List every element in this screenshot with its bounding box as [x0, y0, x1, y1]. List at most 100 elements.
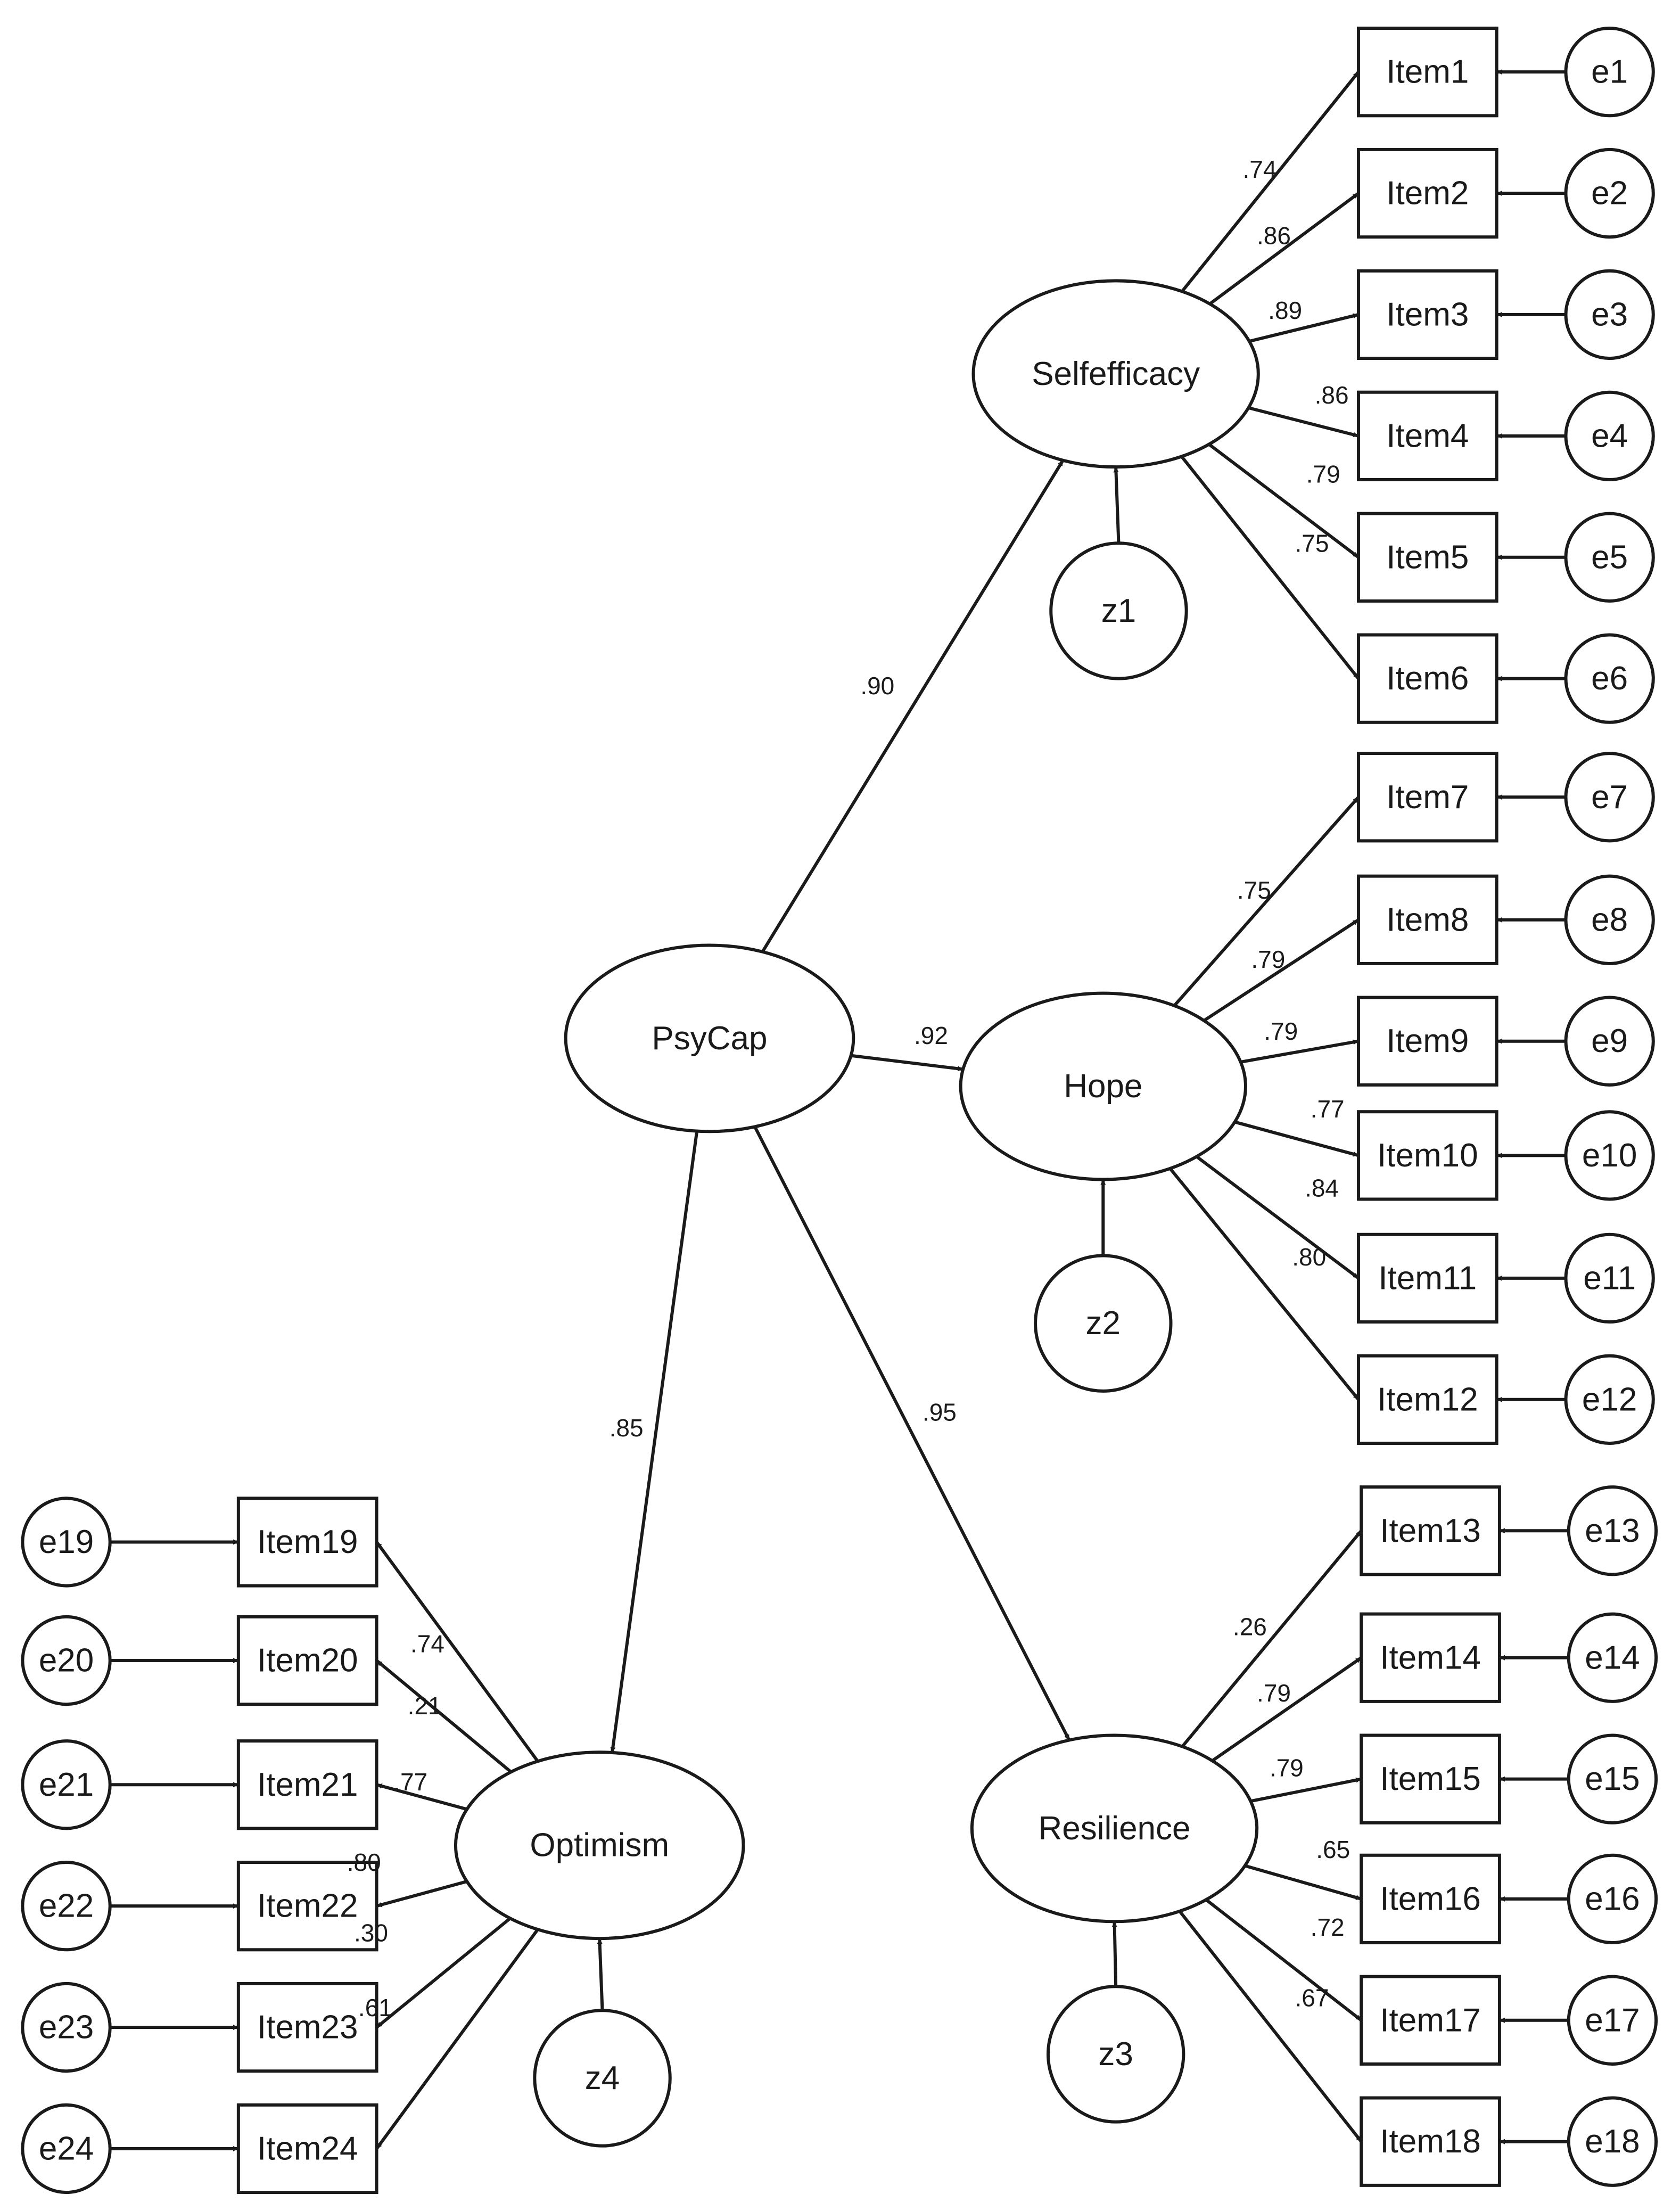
- error-e15[interactable]: e15: [1567, 1733, 1658, 1824]
- loading-arrow-item17: [1205, 1898, 1363, 2022]
- error-e11[interactable]: e11: [1564, 1232, 1655, 1324]
- error-e24[interactable]: e24: [21, 2103, 112, 2194]
- loading-coef-item16: .65: [1316, 1836, 1350, 1863]
- indicator-item16[interactable]: Item16: [1360, 1853, 1501, 1945]
- error-e21[interactable]: e21: [21, 1739, 112, 1830]
- disturbance-z3[interactable]: z3: [1046, 1985, 1185, 2124]
- error-e18[interactable]: e18: [1567, 2096, 1658, 2187]
- disturbance-z4[interactable]: z4: [533, 2009, 672, 2148]
- disturbance-z4-label: z4: [585, 2060, 620, 2097]
- indicator-item18-shape: [1360, 2096, 1501, 2187]
- indicator-item12[interactable]: Item12: [1356, 1354, 1498, 1445]
- indicator-item15-shape: [1360, 1733, 1501, 1824]
- error-e23[interactable]: e23: [21, 1982, 112, 2073]
- error-e10-shape: [1564, 1110, 1655, 1201]
- indicator-item10-shape: [1356, 1110, 1498, 1201]
- loading-coef-item19: .74: [410, 1630, 444, 1657]
- disturbance-arrow-selfefficacy: [1113, 467, 1121, 544]
- indicator-item23[interactable]: Item23: [236, 1982, 378, 2073]
- error-e22[interactable]: e22: [21, 1861, 112, 1952]
- error-e17[interactable]: e17: [1567, 1975, 1658, 2066]
- error-e8-shape: [1564, 874, 1655, 965]
- indicator-item7[interactable]: Item7: [1356, 752, 1498, 843]
- indicator-item21[interactable]: Item21: [236, 1739, 378, 1830]
- disturbance-z1[interactable]: z1: [1049, 541, 1188, 680]
- indicator-item3-label: Item3: [1386, 296, 1469, 333]
- path-psycap-optimism: [610, 1131, 699, 1753]
- indicator-item14[interactable]: Item14: [1360, 1612, 1501, 1703]
- indicator-item5[interactable]: Item5: [1356, 512, 1498, 603]
- path-coef-optimism: .85: [610, 1414, 644, 1442]
- error-e8[interactable]: e8: [1564, 874, 1655, 965]
- error-e1-label: e1: [1591, 54, 1628, 91]
- loading-coef-item17: .72: [1311, 1913, 1345, 1941]
- indicator-item19[interactable]: Item19: [236, 1497, 378, 1588]
- indicator-item24[interactable]: Item24: [236, 2103, 378, 2194]
- indicator-item6-shape: [1356, 633, 1498, 724]
- indicator-item19-shape: [236, 1497, 378, 1588]
- error-e22-shape: [21, 1861, 112, 1952]
- factor-hope[interactable]: Hope: [959, 991, 1247, 1181]
- indicator-item9-label: Item9: [1386, 1023, 1469, 1059]
- error-e1[interactable]: e1: [1564, 26, 1655, 118]
- error-e14[interactable]: e14: [1567, 1612, 1658, 1703]
- error-e4[interactable]: e4: [1564, 390, 1655, 481]
- error-e19[interactable]: e19: [21, 1497, 112, 1588]
- error-e2-label: e2: [1591, 175, 1628, 212]
- disturbance-z2[interactable]: z2: [1034, 1254, 1173, 1393]
- indicator-item14-shape: [1360, 1612, 1501, 1703]
- factor-resilience[interactable]: Resilience: [970, 1733, 1259, 1924]
- loading-arrow-item21: [376, 1783, 467, 1811]
- error-e9[interactable]: e9: [1564, 996, 1655, 1087]
- error-e5-shape: [1564, 512, 1655, 603]
- indicator-item20-shape: [236, 1615, 378, 1706]
- indicator-item23-label: Item23: [257, 2009, 358, 2046]
- error-e5[interactable]: e5: [1564, 512, 1655, 603]
- loading-arrow-item6: [1180, 455, 1360, 680]
- indicator-item10[interactable]: Item10: [1356, 1110, 1498, 1201]
- disturbance-z3-shape: [1046, 1985, 1185, 2124]
- loading-arrow-item2: [1208, 192, 1360, 306]
- path-psycap-selfefficacy: [761, 459, 1065, 953]
- error-e12[interactable]: e12: [1564, 1354, 1655, 1445]
- disturbance-z1-shape: [1049, 541, 1188, 680]
- indicator-item4-shape: [1356, 390, 1498, 482]
- indicator-item17-label: Item17: [1380, 2002, 1481, 2039]
- error-e13[interactable]: e13: [1567, 1485, 1658, 1576]
- loading-coef-item18: .67: [1295, 1984, 1329, 2011]
- error-e16[interactable]: e16: [1567, 1853, 1658, 1945]
- indicator-item16-shape: [1360, 1853, 1501, 1945]
- factor-psycap[interactable]: PsyCap: [564, 943, 855, 1133]
- factor-optimism[interactable]: Optimism: [454, 1750, 745, 1941]
- error-e3-shape: [1564, 269, 1655, 360]
- error-e20[interactable]: e20: [21, 1615, 112, 1706]
- error-e6[interactable]: e6: [1564, 633, 1655, 724]
- indicator-item3[interactable]: Item3: [1356, 269, 1498, 360]
- indicator-item8[interactable]: Item8: [1356, 874, 1498, 965]
- indicator-item17[interactable]: Item17: [1360, 1975, 1501, 2066]
- error-e2[interactable]: e2: [1564, 147, 1655, 239]
- indicator-item9[interactable]: Item9: [1356, 996, 1498, 1087]
- indicator-item20[interactable]: Item20: [236, 1615, 378, 1706]
- error-e15-shape: [1567, 1733, 1658, 1824]
- indicator-item11-shape: [1356, 1232, 1498, 1324]
- indicator-item2[interactable]: Item2: [1356, 147, 1498, 239]
- indicator-item6[interactable]: Item6: [1356, 633, 1498, 724]
- indicator-item22[interactable]: Item22: [236, 1861, 378, 1952]
- indicator-item13[interactable]: Item13: [1360, 1485, 1501, 1576]
- factor-selfefficacy[interactable]: Selfefficacy: [971, 279, 1260, 469]
- error-e7[interactable]: e7: [1564, 752, 1655, 843]
- factor-optimism-shape: [454, 1750, 745, 1941]
- indicator-item17-shape: [1360, 1975, 1501, 2066]
- loading-arrow-item10: [1234, 1120, 1359, 1157]
- error-e3[interactable]: e3: [1564, 269, 1655, 360]
- error-e4-shape: [1564, 390, 1655, 481]
- indicator-item18[interactable]: Item18: [1360, 2096, 1501, 2187]
- indicator-item23-shape: [236, 1982, 378, 2073]
- indicator-item11[interactable]: Item11: [1356, 1232, 1498, 1324]
- indicator-item1[interactable]: Item1: [1356, 27, 1498, 118]
- error-e10[interactable]: e10: [1564, 1110, 1655, 1201]
- indicator-item4[interactable]: Item4: [1356, 390, 1498, 482]
- path-coef-resilience: .95: [923, 1399, 957, 1426]
- indicator-item15[interactable]: Item15: [1360, 1733, 1501, 1824]
